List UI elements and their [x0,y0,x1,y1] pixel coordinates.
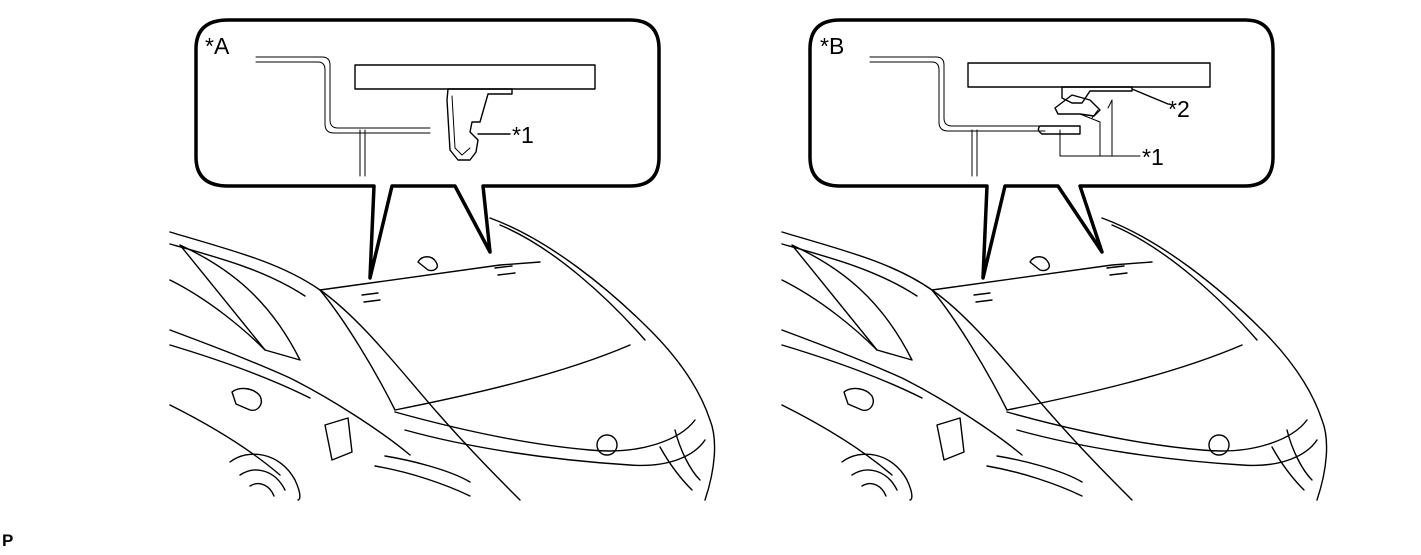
view-label: *A [205,33,230,59]
callout-bubble [194,18,661,280]
clip-b-detail [869,56,1211,177]
panel-b: *B *2 *1 [781,18,1328,501]
car-body-outline [169,217,716,501]
panel-a: *A *1 [169,18,716,501]
callout-label-1: *1 [1142,144,1164,170]
callout-label-2: *2 [1168,96,1190,122]
car-body-outline [781,217,1328,501]
figure-code: P [2,531,14,550]
clip-a-detail [255,56,596,177]
callout-bubble [808,18,1275,280]
view-label: *B [820,33,844,59]
callout-label-1: *1 [512,122,534,148]
